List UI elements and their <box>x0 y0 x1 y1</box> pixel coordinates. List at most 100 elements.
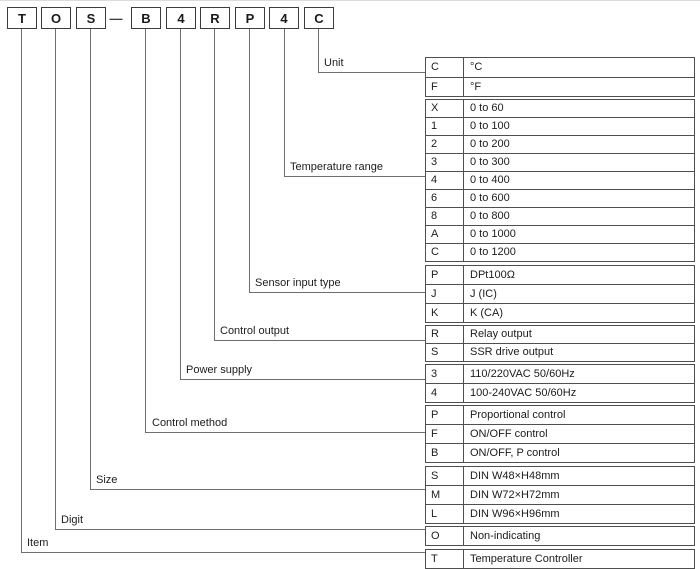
temperature-range-connector-line-vertical <box>284 29 285 176</box>
code-cell: B <box>426 444 464 462</box>
table-row: 4 0 to 400 <box>426 170 694 189</box>
desc-cell: 0 to 60 <box>470 102 504 114</box>
desc-cell: DIN W96×H96mm <box>470 507 560 520</box>
table-row: P DPt100Ω <box>426 265 694 284</box>
digit-connector-line-horizontal <box>55 529 425 530</box>
table-row: S DIN W48×H48mm <box>426 466 694 485</box>
desc-cell: 0 to 100 <box>470 120 510 132</box>
item-connector-line-vertical <box>21 29 22 552</box>
code-cell: K <box>426 303 464 322</box>
code-cell: S <box>426 466 464 485</box>
table-row: P Proportional control <box>426 406 694 424</box>
desc-cell: K (CA) <box>470 306 503 319</box>
code-cell: S <box>426 343 464 361</box>
code-cell: A <box>426 225 464 243</box>
desc-cell: 0 to 1000 <box>470 228 516 240</box>
control-output-label: Control output <box>220 325 290 337</box>
control-method-connector-line-vertical <box>145 29 146 432</box>
desc-cell: 110/220VAC 50/60Hz <box>470 367 575 380</box>
table-row: 8 0 to 800 <box>426 206 694 225</box>
control-method-label: Control method <box>152 417 228 429</box>
control-output-connector-line-horizontal <box>214 340 425 341</box>
code-cell: 1 <box>426 117 464 135</box>
code-box-s: S <box>76 7 106 29</box>
unit-connector-line-vertical <box>318 29 319 72</box>
code-box-4b: 4 <box>269 7 299 29</box>
table-row: 4 100-240VAC 50/60Hz <box>426 382 694 402</box>
table-row: A 0 to 1000 <box>426 224 694 243</box>
desc-cell: Non-indicating <box>470 530 541 542</box>
desc-cell: ON/OFF, P control <box>470 447 560 459</box>
code-cell: L <box>426 504 464 523</box>
code-cell: C <box>426 243 464 261</box>
size-connector-line-vertical <box>90 29 91 489</box>
power-supply-table: 3 110/220VAC 50/60Hz 4 100-240VAC 50/60H… <box>425 363 695 403</box>
desc-cell: DIN W72×H72mm <box>470 488 560 501</box>
code-cell: 3 <box>426 153 464 171</box>
code-cell: F <box>426 425 464 443</box>
power-supply-connector-line-horizontal <box>180 379 425 380</box>
table-row: 3 110/220VAC 50/60Hz <box>426 364 694 383</box>
table-row: T Temperature Controller <box>426 549 694 568</box>
power-supply-label: Power supply <box>186 364 253 376</box>
size-label: Size <box>96 474 118 486</box>
code-cell: 2 <box>426 135 464 153</box>
table-row: C °C <box>426 58 694 77</box>
power-supply-connector-line-vertical <box>180 29 181 379</box>
desc-cell: Relay output <box>470 328 532 340</box>
code-box-p: P <box>235 7 265 29</box>
desc-cell: ON/OFF control <box>470 428 548 440</box>
desc-cell: 0 to 400 <box>470 174 510 186</box>
code-box-4a: 4 <box>166 7 196 29</box>
unit-label: Unit <box>324 57 344 69</box>
sensor-input-type-label: Sensor input type <box>255 277 341 289</box>
code-cell: O <box>426 527 464 545</box>
desc-cell: 0 to 600 <box>470 192 510 204</box>
sensor-input-type-connector-line-vertical <box>249 29 250 292</box>
table-row: K K (CA) <box>426 302 694 322</box>
control-output-connector-line-vertical <box>214 29 215 340</box>
desc-cell: 0 to 800 <box>470 210 510 222</box>
code-cell: 3 <box>426 364 464 383</box>
temperature-range-label: Temperature range <box>290 161 383 173</box>
code-box-o: O <box>41 7 71 29</box>
unit-table: C °C F °F <box>425 57 695 97</box>
desc-cell: DIN W48×H48mm <box>470 469 560 482</box>
sensor-input-type-connector-line-horizontal <box>249 292 425 293</box>
top-edge-line <box>0 0 700 1</box>
table-row: S SSR drive output <box>426 342 694 361</box>
item-table: T Temperature Controller <box>425 548 695 569</box>
table-row: L DIN W96×H96mm <box>426 503 694 523</box>
table-row: R Relay output <box>426 325 694 343</box>
size-connector-line-horizontal <box>90 489 425 490</box>
temperature-range-table: X 0 to 60 1 0 to 100 2 0 to 200 3 0 to 3… <box>425 98 695 262</box>
digit-table: O Non-indicating <box>425 526 695 546</box>
table-row: J J (IC) <box>426 283 694 303</box>
item-label: Item <box>27 537 49 549</box>
desc-cell: °C <box>470 61 483 74</box>
table-row: 1 0 to 100 <box>426 116 694 135</box>
table-row: C 0 to 1200 <box>426 242 694 261</box>
code-cell: R <box>426 325 464 343</box>
code-cell: X <box>426 99 464 117</box>
table-row: B ON/OFF, P control <box>426 443 694 462</box>
desc-cell: 0 to 1200 <box>470 246 516 258</box>
sensor-input-type-table: P DPt100Ω J J (IC) K K (CA) <box>425 264 695 323</box>
code-cell: F <box>426 77 464 96</box>
desc-cell: Temperature Controller <box>470 552 583 565</box>
code-box-c: C <box>304 7 334 29</box>
desc-cell: 0 to 200 <box>470 138 510 150</box>
item-connector-line-horizontal <box>21 552 425 553</box>
desc-cell: SSR drive output <box>470 346 554 358</box>
code-separator-dash: — <box>109 10 123 26</box>
size-table: S DIN W48×H48mm M DIN W72×H72mm L DIN W9… <box>425 465 695 524</box>
desc-cell: 0 to 300 <box>470 156 510 168</box>
code-cell: P <box>426 265 464 284</box>
desc-cell: J (IC) <box>470 287 497 300</box>
control-method-table: P Proportional control F ON/OFF control … <box>425 405 695 463</box>
code-cell: C <box>426 58 464 77</box>
table-row: 6 0 to 600 <box>426 188 694 207</box>
table-row: 2 0 to 200 <box>426 134 694 153</box>
table-row: X 0 to 60 <box>426 99 694 117</box>
